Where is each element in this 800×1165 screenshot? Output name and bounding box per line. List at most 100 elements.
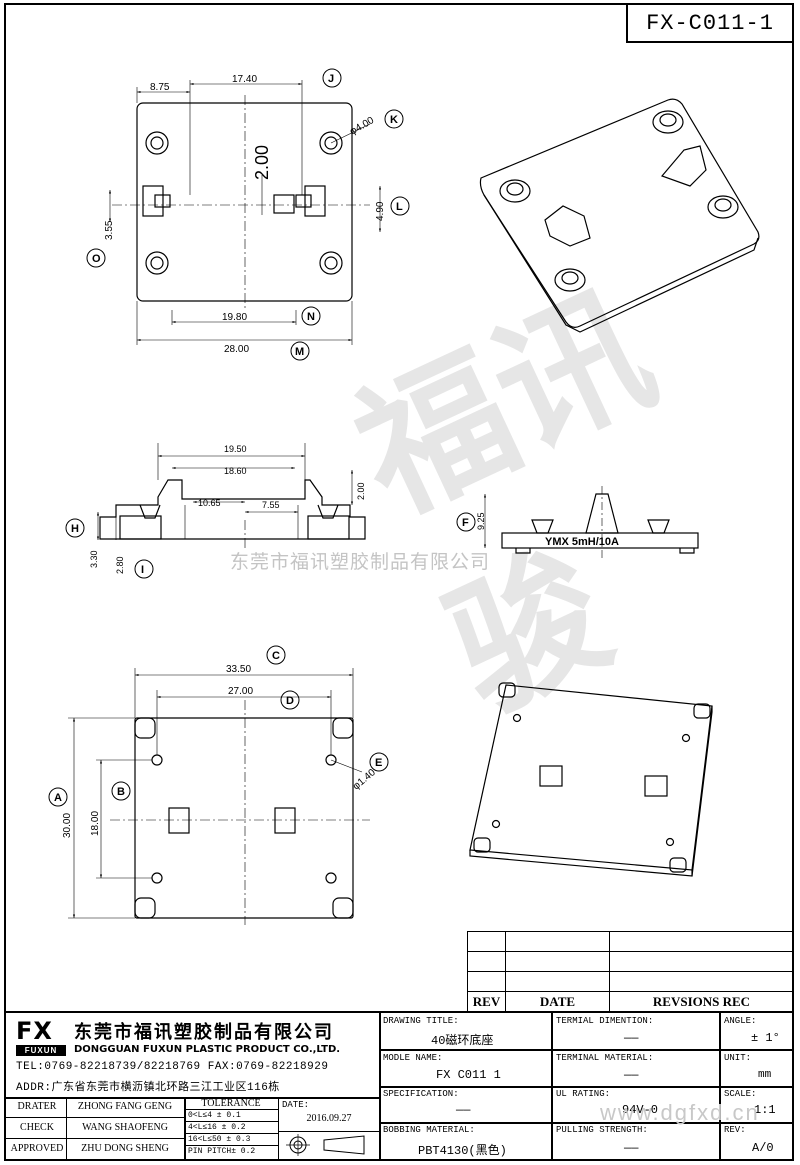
model-name-label: MODLE NAME:: [383, 1053, 443, 1063]
date-value: 2016.09.27: [306, 1113, 352, 1124]
side-view-pin: [585, 493, 619, 534]
dim-2-80: 2.80: [115, 556, 125, 574]
drawing-title-label: DRAWING TITLE:: [383, 1016, 459, 1026]
check-label: CHECK: [20, 1122, 54, 1133]
ul-rating-value: 94V-0: [622, 1103, 659, 1117]
model-name-value: FX C011 1: [436, 1068, 501, 1082]
tolerance-row: 4<L≤16 ± 0.2: [188, 1123, 246, 1132]
company-name-cn: 东莞市福讯塑胶制品有限公司: [74, 1022, 334, 1043]
dim-10-65: 10.65: [198, 498, 221, 508]
unit-label: UNIT:: [724, 1053, 752, 1063]
callout-a: A: [54, 792, 62, 804]
top-view-pin-right-block: [273, 194, 295, 214]
tolerance-label: TOLERANCE: [201, 1098, 261, 1109]
top-view-pin-left-inner: [154, 194, 171, 208]
callout-i: I: [141, 564, 144, 576]
technical-drawing: 8.75 17.40 2.00 φ4.00 4.90 3.55 19.80 28…: [48, 68, 760, 925]
callout-n: N: [307, 311, 315, 323]
top-view-pin-right-inner: [295, 194, 312, 208]
front-view-outline: [99, 479, 366, 540]
iso-top-boss-2: [652, 110, 684, 134]
side-view: [483, 486, 699, 560]
top-view-outline: [136, 102, 353, 302]
bottom-view-slot-right: [274, 807, 296, 834]
callout-d: D: [286, 695, 294, 707]
dim-9-25: 9.25: [476, 512, 486, 530]
top-view: [108, 80, 382, 345]
iso-top-boss-4: [554, 268, 586, 292]
callout-o: O: [92, 253, 101, 265]
drawing-code: FX-C011-1: [626, 3, 794, 43]
projection-symbol: [286, 1134, 365, 1156]
dim-phi-1-40: φ1.40: [351, 767, 378, 792]
bobbin-material-label: BOBBING MATERIAL:: [383, 1125, 475, 1135]
callout-b: B: [117, 786, 125, 798]
callout-m: M: [295, 346, 304, 358]
pulling-strength-label: PULLING STRENGTH:: [556, 1125, 648, 1135]
iso-bottom-slot-right: [644, 775, 668, 797]
side-view-callouts: F: [456, 512, 476, 532]
title-block: FX FUXUN 东莞市福讯塑胶制品有限公司 DONGGUAN FUXUN PL…: [4, 1011, 794, 1161]
iso-top-pin-left: [544, 205, 591, 247]
tolerance-row: 0<L≤4 ± 0.1: [188, 1111, 241, 1120]
terminal-dimension-value: ——: [624, 1031, 639, 1045]
rev-value: A/0: [752, 1141, 774, 1155]
drawing-title-value: 40磁环底座: [431, 1034, 494, 1048]
scale-label: SCALE:: [724, 1089, 757, 1099]
dim-28-00: 28.00: [224, 344, 249, 355]
callout-l: L: [396, 201, 403, 213]
dim-2-00-top: 2.00: [252, 145, 272, 180]
dim-18-60: 18.60: [224, 466, 247, 476]
callout-f: F: [462, 517, 469, 529]
bottom-view-callouts: C D E A B: [48, 645, 389, 807]
revision-table: REV DATE REVSIONS REC: [467, 931, 794, 1012]
unit-value: mm: [758, 1069, 772, 1081]
logo-sub: FUXUN: [16, 1045, 66, 1056]
bottom-view-outline: [134, 717, 354, 919]
company-name-en: DONGGUAN FUXUN PLASTIC PRODUCT CO.,LTD.: [74, 1044, 341, 1055]
dim-8-75: 8.75: [150, 82, 170, 93]
bottom-view: [68, 668, 370, 925]
logo: FX: [16, 1017, 53, 1045]
dim-17-40: 17.40: [232, 74, 257, 85]
dim-3-55: 3.55: [104, 220, 115, 240]
top-view-boss-bl: [145, 251, 169, 275]
watermark-company: 东莞市福讯塑胶制品有限公司: [230, 551, 491, 573]
dim-19-80: 19.80: [222, 312, 247, 323]
dim-18-00: 18.00: [90, 811, 101, 836]
callout-c: C: [272, 650, 280, 662]
iso-top-pin-right: [660, 145, 707, 187]
approved-label: APPROVED: [10, 1143, 64, 1154]
watermark-url: www.dgfxd.cn: [600, 1100, 760, 1125]
iso-view-bottom: [469, 682, 713, 877]
side-view-marking: YMX 5mH/10A: [545, 536, 619, 548]
rev-header: REV: [467, 991, 506, 1012]
iso-top-boss-3: [707, 195, 739, 219]
iso-bottom-outline: [469, 684, 713, 871]
angle-label: ANGLE:: [724, 1016, 757, 1026]
tolerance-row: PIN PITCH± 0.2: [188, 1147, 256, 1156]
top-view-boss-br: [319, 251, 343, 275]
bobbin-material-value: PBT4130(黑色): [418, 1144, 507, 1158]
front-view: [96, 443, 366, 550]
terminal-material-value: ——: [624, 1068, 639, 1082]
callout-e: E: [375, 757, 382, 769]
rev-label: REV:: [724, 1125, 746, 1135]
front-view-callouts: H I: [65, 518, 154, 579]
bottom-view-slot-left: [168, 807, 190, 834]
dim-27-00: 27.00: [228, 686, 253, 697]
top-view-pin-left: [142, 185, 164, 217]
dim-2-00-front: 2.00: [356, 482, 366, 500]
terminal-dimension-label: TERMIAL DIMENTION:: [556, 1016, 654, 1026]
iso-bottom-slot-left: [539, 765, 563, 787]
drater-label: DRATER: [17, 1101, 57, 1112]
date-label: DATE:: [282, 1100, 310, 1110]
dim-33-50: 33.50: [226, 664, 251, 675]
iso-top-boss-1: [499, 179, 531, 203]
iso-top-outline: [479, 98, 760, 328]
top-view-boss-tr: [319, 131, 343, 155]
top-view-pin-right: [304, 185, 326, 217]
iso-view-top: [479, 98, 760, 333]
terminal-material-label: TERMINAL MATERIAL:: [556, 1053, 654, 1063]
dim-3-30: 3.30: [89, 550, 99, 568]
